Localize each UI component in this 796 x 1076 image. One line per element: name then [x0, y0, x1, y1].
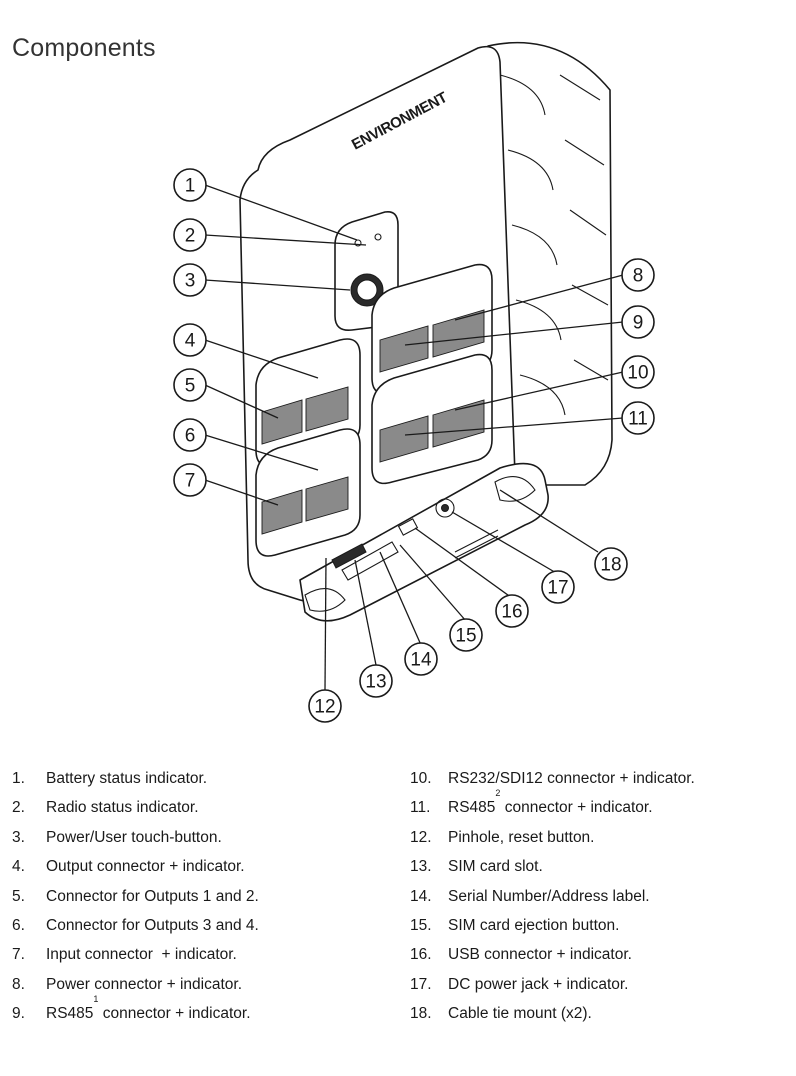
leader-16: [414, 527, 513, 599]
callout-12: 12: [308, 689, 342, 723]
svg-text:7: 7: [185, 471, 196, 492]
page-title: Components: [12, 34, 156, 62]
legend-item: 16.USB connector + indicator.: [410, 946, 632, 964]
svg-text:1: 1: [185, 176, 196, 197]
leader-lines: [204, 184, 624, 691]
legend-item: 8.Power connector + indicator.: [12, 975, 243, 993]
device-diagram: ENVIRONMENT: [173, 41, 655, 723]
callout-2: 2: [173, 218, 207, 252]
svg-text:16: 16: [501, 602, 522, 623]
svg-text:10: 10: [627, 363, 648, 384]
leader-18: [499, 489, 599, 553]
legend-item: 17.DC power jack + indicator.: [410, 975, 629, 993]
legend-item: 2.Radio status indicator.: [12, 799, 199, 817]
callout-6: 6: [173, 418, 207, 452]
radio-led: [374, 233, 382, 241]
footnote-mark: 1: [93, 994, 99, 1005]
legend-right-column: 10.RS232/SDI12 connector + indicator. 11…: [410, 764, 695, 1029]
leader-14: [379, 551, 422, 646]
callout-16: 16: [495, 594, 529, 628]
callout-15: 15: [449, 618, 483, 652]
svg-text:8: 8: [633, 266, 644, 287]
svg-text:5: 5: [185, 376, 196, 397]
callout-7: 7: [173, 463, 207, 497]
legend-item: 18.Cable tie mount (x2).: [410, 1005, 592, 1023]
svg-text:12: 12: [314, 697, 335, 718]
svg-text:18: 18: [600, 555, 621, 576]
callout-9: 9: [621, 305, 655, 339]
svg-text:2: 2: [185, 226, 196, 247]
leader-17: [451, 511, 559, 575]
leader-5: [204, 384, 279, 419]
leader-15: [399, 544, 467, 622]
callout-11: 11: [621, 401, 655, 435]
svg-text:6: 6: [185, 426, 196, 447]
leader-8: [454, 274, 624, 321]
svg-text:13: 13: [365, 672, 386, 693]
leader-11: [404, 417, 624, 436]
legend-item: 14.Serial Number/Address label.: [410, 887, 650, 905]
callout-3: 3: [173, 263, 207, 297]
sim-slot: [331, 543, 367, 569]
svg-text:14: 14: [410, 650, 432, 671]
leader-13: [354, 559, 377, 666]
legend-item: 12.Pinhole, reset button.: [410, 828, 595, 846]
callout-10: 10: [621, 355, 655, 389]
leader-4: [204, 339, 319, 379]
callout-markers: 1 2 3 4 5 6 7 8 9 10 11 12 13 14 15 16 1…: [173, 168, 655, 723]
device-illustration: ENVIRONMENT: [239, 41, 613, 622]
callout-5: 5: [173, 368, 207, 402]
callout-1: 1: [173, 168, 207, 202]
svg-text:11: 11: [628, 409, 648, 430]
leader-7: [204, 479, 279, 506]
svg-text:9: 9: [633, 313, 644, 334]
callout-13: 13: [359, 664, 393, 698]
footnote-mark: 2: [495, 788, 501, 799]
svg-text:17: 17: [547, 578, 568, 599]
battery-led: [354, 239, 362, 247]
legend-item: 5.Connector for Outputs 1 and 2.: [12, 887, 259, 905]
legend-item: 3.Power/User touch-button.: [12, 828, 222, 846]
legend-item: 4.Output connector + indicator.: [12, 858, 245, 876]
leader-1: [204, 184, 358, 241]
leader-10: [454, 371, 624, 411]
legend-item: 10.RS232/SDI12 connector + indicator.: [410, 770, 695, 787]
usb-port: [397, 518, 419, 536]
leader-3: [204, 279, 351, 291]
legend-item: 15.SIM card ejection button.: [410, 917, 620, 935]
leader-12: [324, 557, 327, 691]
legend-item: 13.SIM card slot.: [410, 858, 543, 876]
leader-6: [204, 434, 319, 471]
svg-text:15: 15: [455, 626, 476, 647]
callout-4: 4: [173, 323, 207, 357]
leader-9: [404, 321, 624, 346]
callout-18: 18: [594, 547, 628, 581]
legend-left-column: 1.Battery status indicator. 2.Radio stat…: [12, 764, 259, 1029]
callout-14: 14: [404, 642, 438, 676]
svg-text:3: 3: [185, 271, 196, 292]
dc-jack: [435, 498, 455, 518]
callout-8: 8: [621, 258, 655, 292]
legend-item: 1.Battery status indicator.: [12, 770, 208, 787]
svg-text:4: 4: [185, 331, 196, 352]
legend-item: 7.Input connector + indicator.: [12, 946, 237, 964]
leader-2: [204, 234, 367, 246]
legend-item: 6.Connector for Outputs 3 and 4.: [12, 917, 259, 935]
callout-17: 17: [541, 570, 575, 604]
